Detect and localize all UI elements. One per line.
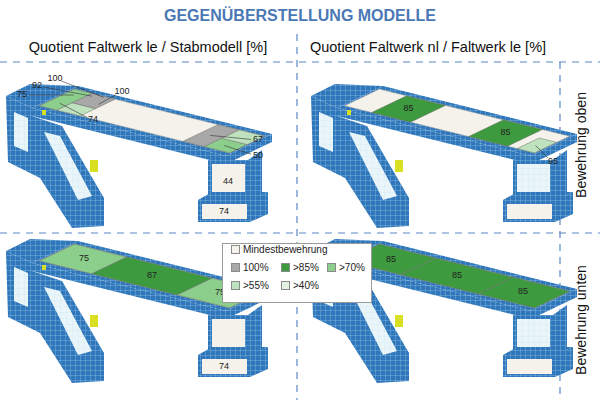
callout-number: 95: [548, 157, 558, 167]
leader-lines: [29, 81, 548, 158]
support-mark: [90, 160, 98, 172]
legend-swatch: [281, 281, 290, 290]
deck-surface: [39, 89, 264, 153]
leader-line: [62, 81, 105, 97]
reinforcement-patch: [372, 96, 446, 122]
bridge-model: [311, 84, 577, 228]
row-label: Bewehrung unten: [574, 265, 589, 375]
leader-line: [44, 87, 92, 96]
pier-foot-side: [555, 347, 573, 377]
abutment-face: [44, 132, 92, 200]
legend-box: Mindestbewehrung 100% >85% >70% >55% >40%: [222, 243, 372, 303]
support-mark: [90, 315, 98, 327]
reinforcement-patch: [478, 277, 569, 308]
legend-swatch: [231, 263, 240, 272]
legend-swatch: [327, 263, 336, 272]
callout-number: 67: [253, 135, 263, 145]
abutment-face: [349, 132, 397, 200]
legend-text: >40%: [293, 280, 319, 291]
pier-foot-side: [250, 192, 268, 222]
leader-line: [60, 103, 87, 117]
legend-item: >40%: [281, 280, 319, 291]
legend-item: >55%: [231, 280, 269, 291]
column-header: Quotient Faltwerk nl / Faltwerk le [%]: [310, 40, 546, 56]
row-label: Bewehrung oben: [574, 92, 589, 198]
callout-number: 75: [79, 254, 89, 264]
legend-text: >70%: [339, 262, 365, 273]
separator-line: [0, 232, 600, 233]
leader-line: [535, 145, 547, 157]
callout-number: 92: [32, 81, 42, 91]
support-mark: [347, 110, 351, 115]
legend-item: Mindestbewehrung: [231, 244, 328, 255]
separator-line: [0, 61, 600, 62]
legend-item: >70%: [327, 262, 365, 273]
pier-foot: [503, 200, 555, 222]
deck-top: [337, 86, 577, 156]
abutment-face: [319, 112, 333, 152]
pier-foot-face: [507, 204, 552, 219]
pier-foot-face: [202, 204, 247, 219]
pier-foot: [503, 355, 555, 377]
callout-number: 74: [219, 207, 229, 217]
pier-foot-side: [250, 347, 268, 377]
abutment-face: [14, 112, 28, 152]
bridge-models: [6, 84, 577, 383]
support-mark: [395, 160, 403, 172]
column-header: Quotient Faltwerk le / Stabmodell [%]: [29, 40, 268, 56]
abutment-face: [14, 267, 28, 307]
callout-number: 85: [386, 255, 396, 265]
callout-number: 85: [452, 271, 462, 281]
deck-top: [32, 86, 272, 156]
grid-lines: [0, 34, 600, 400]
legend-text: >55%: [243, 280, 269, 291]
leader-line: [29, 95, 74, 96]
callout-number: 100: [114, 87, 129, 97]
deck-top: [337, 241, 577, 311]
callout-number: 100: [47, 74, 62, 84]
reinforcement-patch: [517, 138, 557, 153]
abutment-face: [44, 287, 92, 355]
leader-line: [98, 95, 115, 105]
pier-foot: [198, 355, 250, 377]
legend-text: >85%: [293, 262, 319, 273]
pier-foot-side: [555, 192, 573, 222]
callout-number: 50: [253, 151, 263, 161]
support-mark: [42, 265, 46, 270]
legend-swatch: [231, 281, 240, 290]
separator-line: [296, 34, 297, 400]
callout-number: 85: [500, 128, 510, 138]
callout-number: 85: [403, 104, 413, 114]
callout-number: 85: [518, 287, 528, 297]
legend-swatch: [231, 245, 240, 254]
callout-number: 75: [17, 90, 27, 100]
legend-item: 100%: [231, 262, 269, 273]
legend-text: 100%: [243, 262, 269, 273]
support-mark: [395, 315, 403, 327]
legend-swatch: [281, 263, 290, 272]
pier-foot: [198, 200, 250, 222]
callout-number: 44: [223, 177, 233, 187]
support-mark: [42, 110, 46, 115]
callout-number: 74: [219, 362, 229, 372]
title: GEGENÜBERSTELLUNG MODELLE: [164, 7, 436, 25]
legend-text: Mindestbewehrung: [243, 244, 328, 255]
leader-line: [210, 135, 251, 139]
callout-number: 74: [88, 115, 98, 125]
pier-foot-face: [507, 359, 552, 374]
deck-surface: [344, 89, 569, 153]
bridge-model: [6, 84, 272, 228]
callout-number: 87: [147, 271, 157, 281]
pier-foot-face: [202, 359, 247, 374]
leader-line: [224, 146, 251, 155]
legend-item: >85%: [281, 262, 319, 273]
deck-surface: [344, 244, 569, 308]
